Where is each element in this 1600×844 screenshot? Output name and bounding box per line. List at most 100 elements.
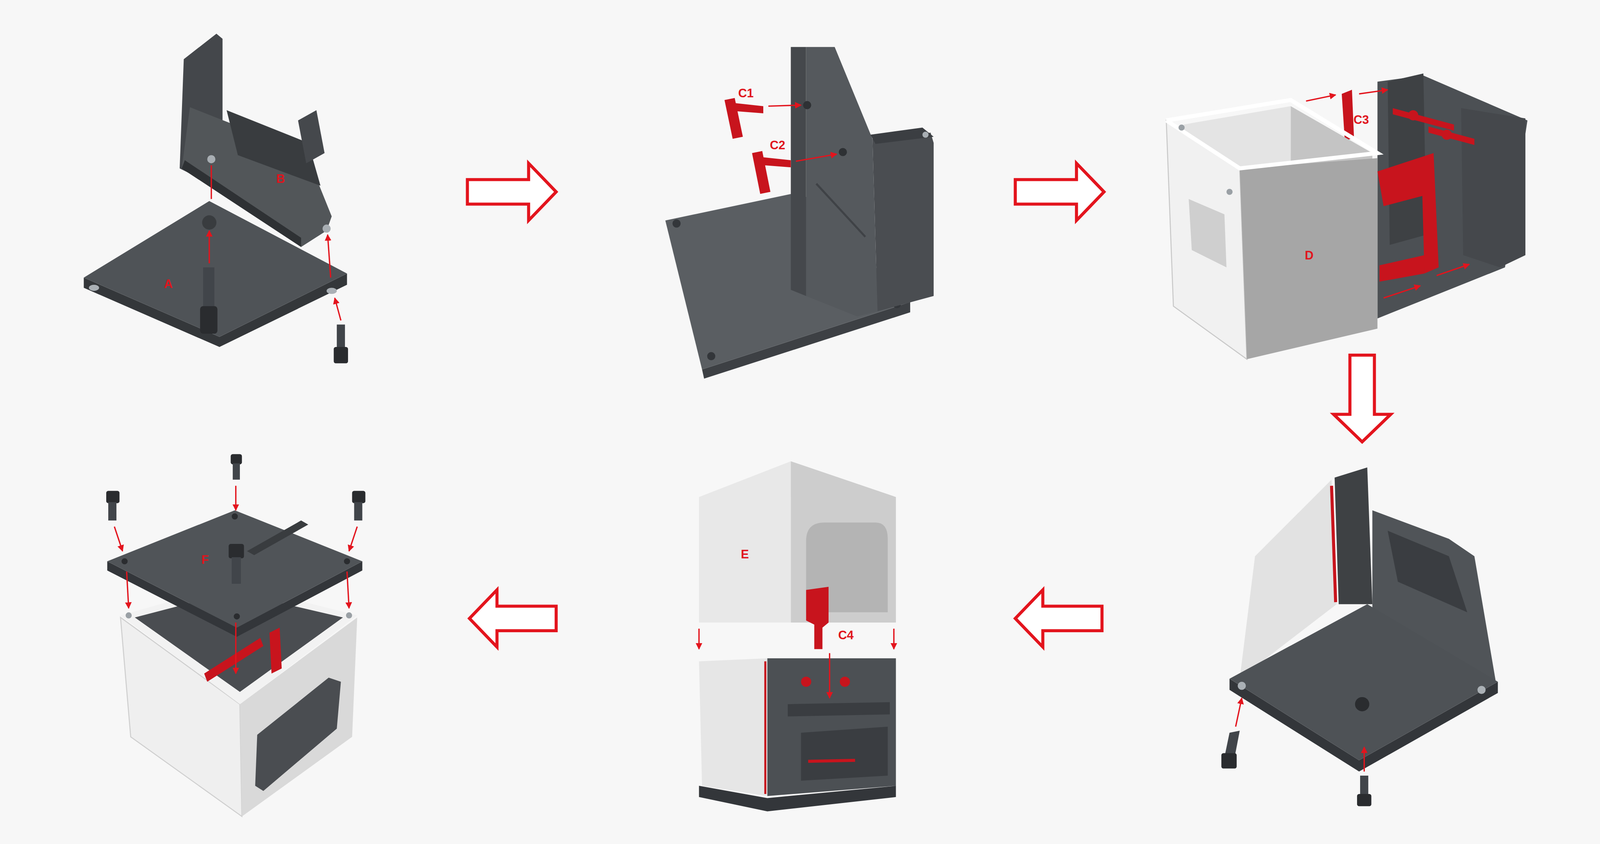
leader-arrow	[1383, 285, 1421, 298]
screw-head	[1357, 793, 1372, 806]
box-front	[1239, 158, 1378, 360]
part-label: C4	[838, 628, 854, 641]
screw-head	[106, 490, 120, 503]
part-label: C2	[769, 138, 786, 151]
wall-face	[806, 46, 878, 317]
latch-part	[269, 627, 282, 674]
part-label: C1	[738, 86, 754, 99]
step-arrow	[467, 163, 557, 221]
screw-hole	[922, 131, 929, 138]
leader-arrow	[828, 653, 831, 699]
leader-arrow	[796, 153, 837, 161]
latch-frame	[1377, 153, 1439, 282]
latch-pin	[734, 103, 764, 114]
latch-part	[806, 586, 829, 649]
box-cutout	[1188, 198, 1227, 268]
box-side	[1166, 120, 1247, 359]
part-label: F	[201, 553, 209, 566]
screw-thread	[203, 267, 215, 311]
housing-cutout	[255, 677, 341, 791]
leader-arrow	[698, 628, 700, 649]
screw-hole	[326, 287, 337, 295]
screw-hole	[707, 351, 716, 361]
leader-lines	[698, 628, 894, 699]
leader-arrow	[1363, 746, 1365, 772]
side-wall-top	[870, 127, 934, 144]
screw-hole	[201, 215, 217, 230]
leader-arrow	[235, 485, 237, 511]
latch-pin	[1428, 126, 1475, 145]
screw-thread	[354, 501, 363, 521]
leader-arrow	[1305, 94, 1336, 102]
part-label: E	[741, 548, 750, 561]
screw-hole	[672, 219, 681, 228]
screw-thread	[231, 557, 242, 584]
screw-hole	[1477, 685, 1486, 694]
leader-lines	[1305, 89, 1470, 299]
step-1-figure	[83, 33, 348, 364]
leader-line	[210, 165, 212, 199]
step-arrow	[1015, 163, 1104, 221]
part-label: C3	[1353, 113, 1370, 126]
latch-knob	[1441, 129, 1452, 140]
pin-hole	[803, 101, 812, 110]
cover-side	[698, 461, 791, 623]
pin-hole	[838, 148, 847, 157]
step-6-figure	[106, 453, 366, 817]
part-label: A	[164, 277, 173, 290]
bracket-fin	[298, 110, 325, 164]
latch-edge	[1331, 485, 1336, 602]
part-label: D	[1304, 249, 1314, 262]
screw-hole	[344, 558, 351, 565]
part-label: B	[276, 172, 285, 185]
step-arrow	[1333, 355, 1391, 442]
bracket-edge	[181, 160, 302, 247]
leader-arrow	[768, 105, 802, 107]
step-2-figure	[665, 46, 934, 379]
screw-hole	[322, 224, 331, 233]
leader-arrow	[334, 298, 342, 321]
leader-arrow	[208, 230, 210, 264]
leader-arrow	[1358, 89, 1388, 94]
step-5-figure	[698, 461, 896, 812]
latch-frame-part	[1377, 153, 1439, 274]
leader-arrow	[346, 571, 349, 609]
latch-parts	[1341, 89, 1475, 145]
housing-side	[698, 658, 768, 797]
screw-hole	[233, 613, 240, 620]
latch-knob	[839, 676, 850, 687]
screw-hole	[1178, 124, 1185, 131]
leader-arrow	[327, 234, 331, 278]
screw-head	[351, 490, 366, 503]
leader-arrow	[893, 628, 895, 649]
step-3-figure	[1166, 73, 1528, 359]
wall-ridge	[816, 183, 866, 237]
screw-hole	[125, 612, 133, 619]
leader-arrow	[126, 571, 129, 609]
leader-arrow	[114, 526, 123, 552]
screw-thread	[108, 501, 117, 521]
latch-knob	[1408, 110, 1419, 121]
leader-lines	[768, 105, 837, 162]
bracket-upright	[1334, 467, 1373, 604]
bracket-upright	[1460, 108, 1526, 268]
step-4-figure	[1221, 467, 1499, 806]
screw-hole	[1226, 188, 1233, 195]
screw-hole	[231, 513, 238, 520]
leader-lines	[114, 485, 358, 674]
leader-lines	[209, 165, 342, 321]
screw-head	[1221, 753, 1237, 769]
plate-edge	[698, 785, 896, 811]
bracket-cavity	[801, 726, 888, 781]
screw-hole	[89, 284, 100, 292]
screw-hole	[121, 558, 128, 565]
step-arrow	[1015, 589, 1102, 647]
screw-head	[228, 543, 244, 559]
latch-part	[751, 151, 771, 195]
leader-arrow	[1436, 264, 1470, 276]
screw-head	[333, 346, 349, 364]
side-wall	[872, 132, 934, 312]
bracket-cavity	[1387, 530, 1468, 613]
plate-slot	[246, 520, 309, 556]
